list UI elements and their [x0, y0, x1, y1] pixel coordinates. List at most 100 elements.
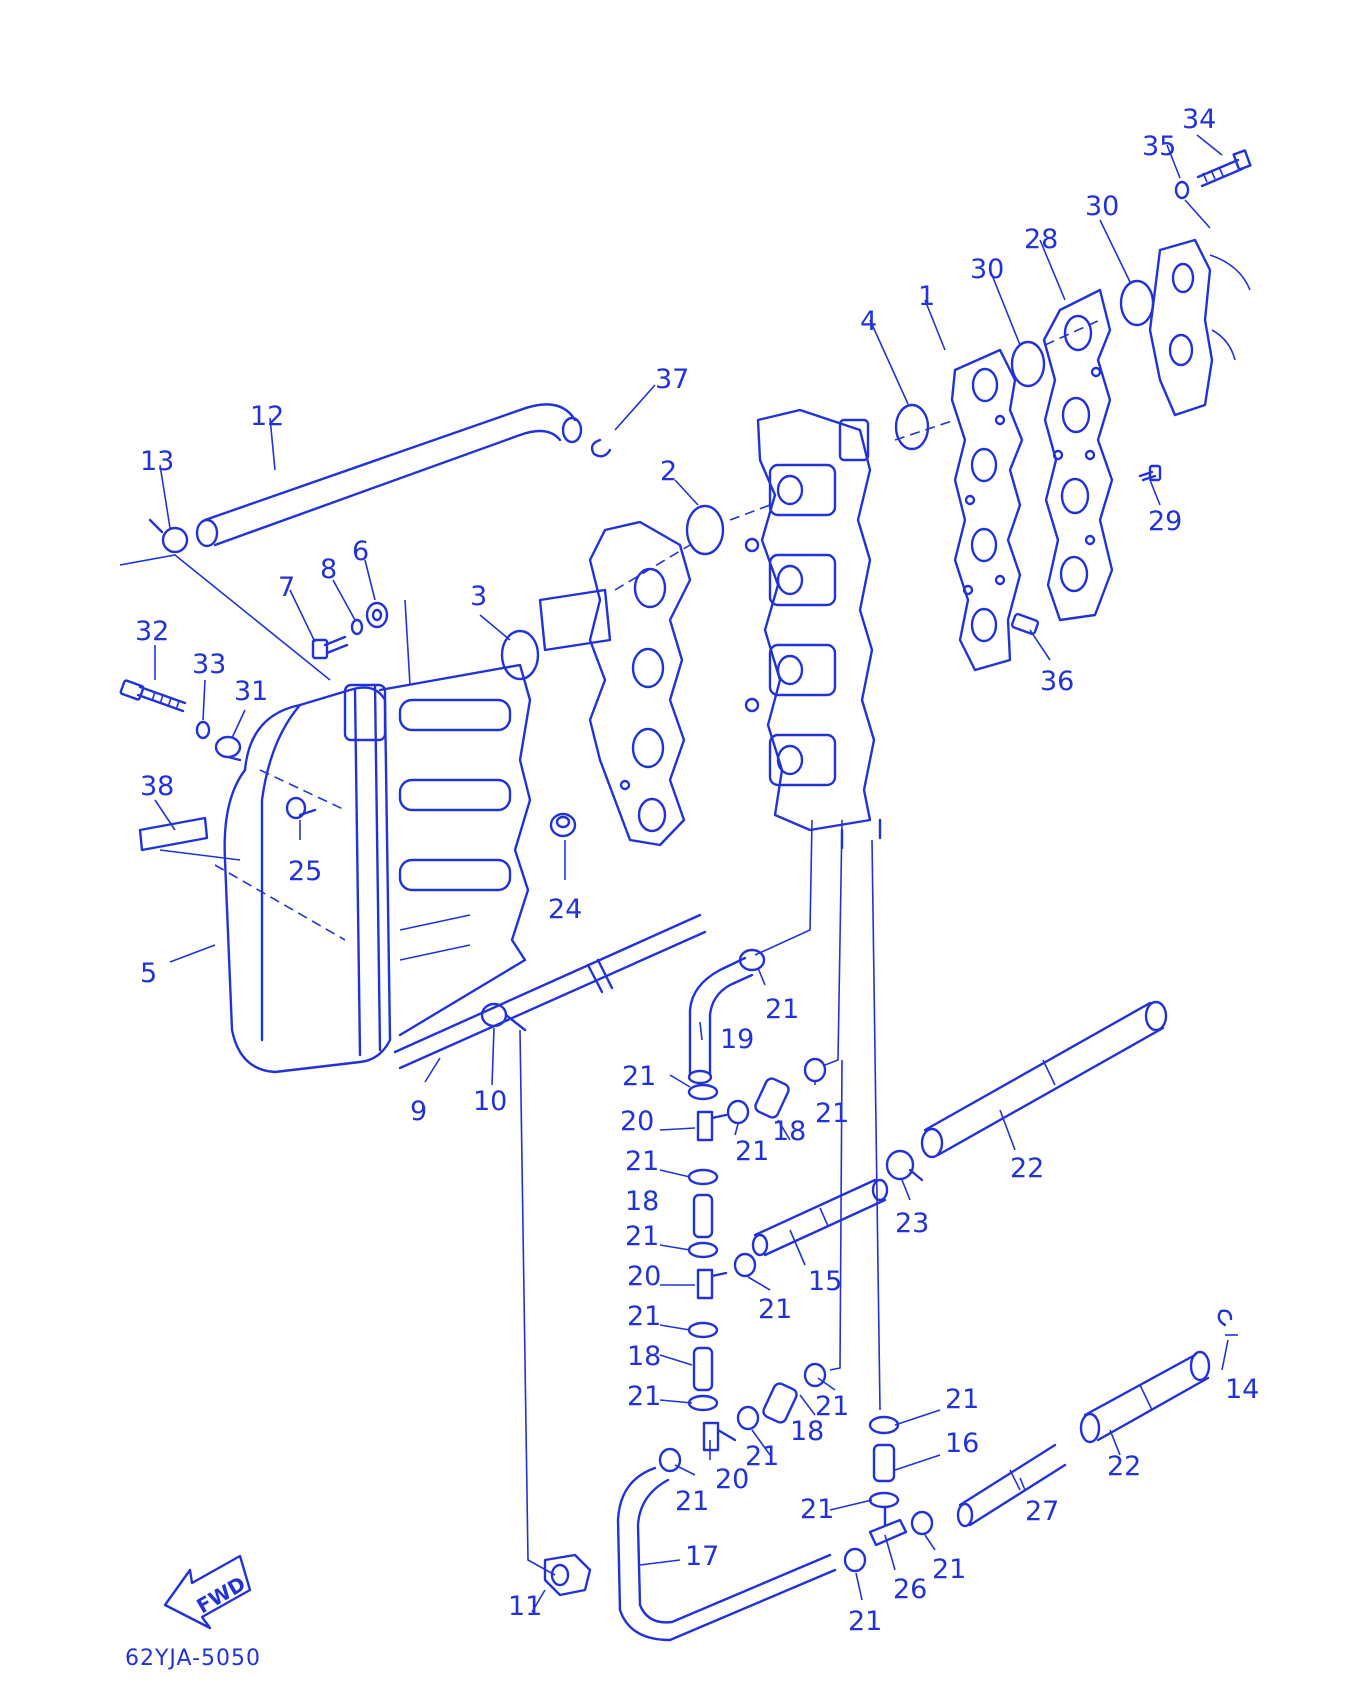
callout-37: 37	[655, 364, 689, 395]
callout-7: 7	[278, 572, 295, 603]
callout-22: 22	[1107, 1451, 1141, 1482]
dowel-36	[1010, 612, 1040, 636]
gasket-30-upper	[1119, 279, 1155, 327]
callout-36: 36	[1040, 666, 1074, 697]
hose-19	[687, 956, 754, 1085]
clip-37	[590, 438, 612, 458]
callout-21: 21	[627, 1301, 661, 1332]
callout-21: 21	[745, 1441, 779, 1472]
callout-2: 2	[660, 456, 677, 487]
washer-33	[195, 720, 211, 740]
silencer-cover-5	[223, 663, 532, 1074]
callout-21: 21	[627, 1381, 661, 1412]
screw-29	[1138, 464, 1162, 482]
hose-22-upper	[920, 1000, 1168, 1159]
boundary-line-left	[119, 554, 331, 681]
callout-10: 10	[473, 1086, 507, 1117]
callout-15: 15	[808, 1266, 842, 1297]
cover-alignment-dashes	[214, 769, 346, 941]
callout-21: 21	[848, 1606, 882, 1637]
callout-12: 12	[250, 401, 284, 432]
callout-34: 34	[1182, 104, 1216, 135]
label-38-leader	[159, 849, 241, 861]
callout-4: 4	[860, 306, 877, 337]
callout-21: 21	[765, 994, 799, 1025]
callout-9: 9	[410, 1096, 427, 1127]
clamps-21-middle	[658, 1057, 827, 1473]
callout-17: 17	[685, 1541, 719, 1572]
callout-1: 1	[918, 281, 935, 312]
callout-14: 14	[1225, 1374, 1259, 1405]
grommet-6	[365, 601, 389, 629]
callout-20: 20	[620, 1106, 654, 1137]
callout-21: 21	[622, 1061, 656, 1092]
nut-24	[549, 812, 577, 838]
callout-21: 21	[945, 1384, 979, 1415]
callout-27: 27	[1025, 1496, 1059, 1527]
clip-10	[480, 1002, 527, 1032]
gasket-2-dashes	[614, 504, 771, 591]
hose-18-upper	[754, 1077, 790, 1119]
callout-35: 35	[1142, 131, 1176, 162]
intake-manifold-plate	[538, 520, 692, 847]
gasket-4	[894, 403, 930, 451]
bolt-34	[1196, 149, 1252, 188]
hose-17	[616, 1466, 837, 1642]
washer-8	[350, 618, 364, 636]
hose-22-lower	[1079, 1350, 1211, 1444]
gasket-30-lower	[1010, 340, 1046, 388]
callout-21: 21	[625, 1221, 659, 1252]
cylinder-head-fragment	[1148, 238, 1251, 417]
hose-27	[956, 1443, 1067, 1528]
callout-20: 20	[715, 1464, 749, 1495]
callout-leaders	[154, 134, 1229, 1613]
hose-12	[195, 403, 583, 548]
clip-14	[1217, 1309, 1233, 1327]
plate-1	[950, 348, 1024, 672]
callout-21: 21	[932, 1554, 966, 1585]
gasket-alignment-dashes	[894, 319, 1101, 441]
callout-6: 6	[352, 536, 369, 567]
callout-5: 5	[140, 958, 157, 989]
callout-16: 16	[945, 1428, 979, 1459]
line-to-16	[871, 839, 881, 1411]
callout-18: 18	[625, 1186, 659, 1217]
line-19-carb	[754, 819, 813, 956]
callout-13: 13	[140, 446, 174, 477]
callout-21: 21	[625, 1146, 659, 1177]
callout-31: 31	[234, 676, 268, 707]
callout-30: 30	[970, 254, 1004, 285]
callout-30: 30	[1085, 191, 1119, 222]
callout-18: 18	[790, 1416, 824, 1447]
washer-35	[1174, 180, 1190, 200]
callout-29: 29	[1148, 506, 1182, 537]
callout-24: 24	[548, 894, 582, 925]
callout-3: 3	[470, 581, 487, 612]
callout-18: 18	[627, 1341, 661, 1372]
fwd-arrow-icon	[163, 1554, 252, 1630]
callout-22: 22	[1010, 1153, 1044, 1184]
callout-33: 33	[192, 649, 226, 680]
callout-21: 21	[735, 1136, 769, 1167]
clamp-21-top	[738, 948, 766, 972]
hose-15	[751, 1178, 889, 1257]
bolt-32	[119, 679, 187, 713]
plate-28	[1042, 288, 1114, 622]
callout-23: 23	[895, 1208, 929, 1239]
bolt-7	[311, 635, 349, 660]
gasket-3	[500, 629, 540, 681]
callout-21: 21	[815, 1098, 849, 1129]
callout-labels: 34 35 30 28 30 4 1 37 12 13 2 29 3 7 8 6…	[135, 104, 1259, 1637]
tee-26	[843, 1506, 934, 1573]
callout-25: 25	[288, 856, 322, 887]
vertical-lines-right	[824, 819, 843, 1371]
clamp-13	[148, 518, 189, 554]
clip-25	[285, 796, 317, 820]
callout-32: 32	[135, 616, 169, 647]
callout-18: 18	[772, 1116, 806, 1147]
gasket-2	[685, 504, 725, 556]
hose-9	[393, 913, 707, 1070]
callout-11: 11	[508, 1591, 542, 1622]
